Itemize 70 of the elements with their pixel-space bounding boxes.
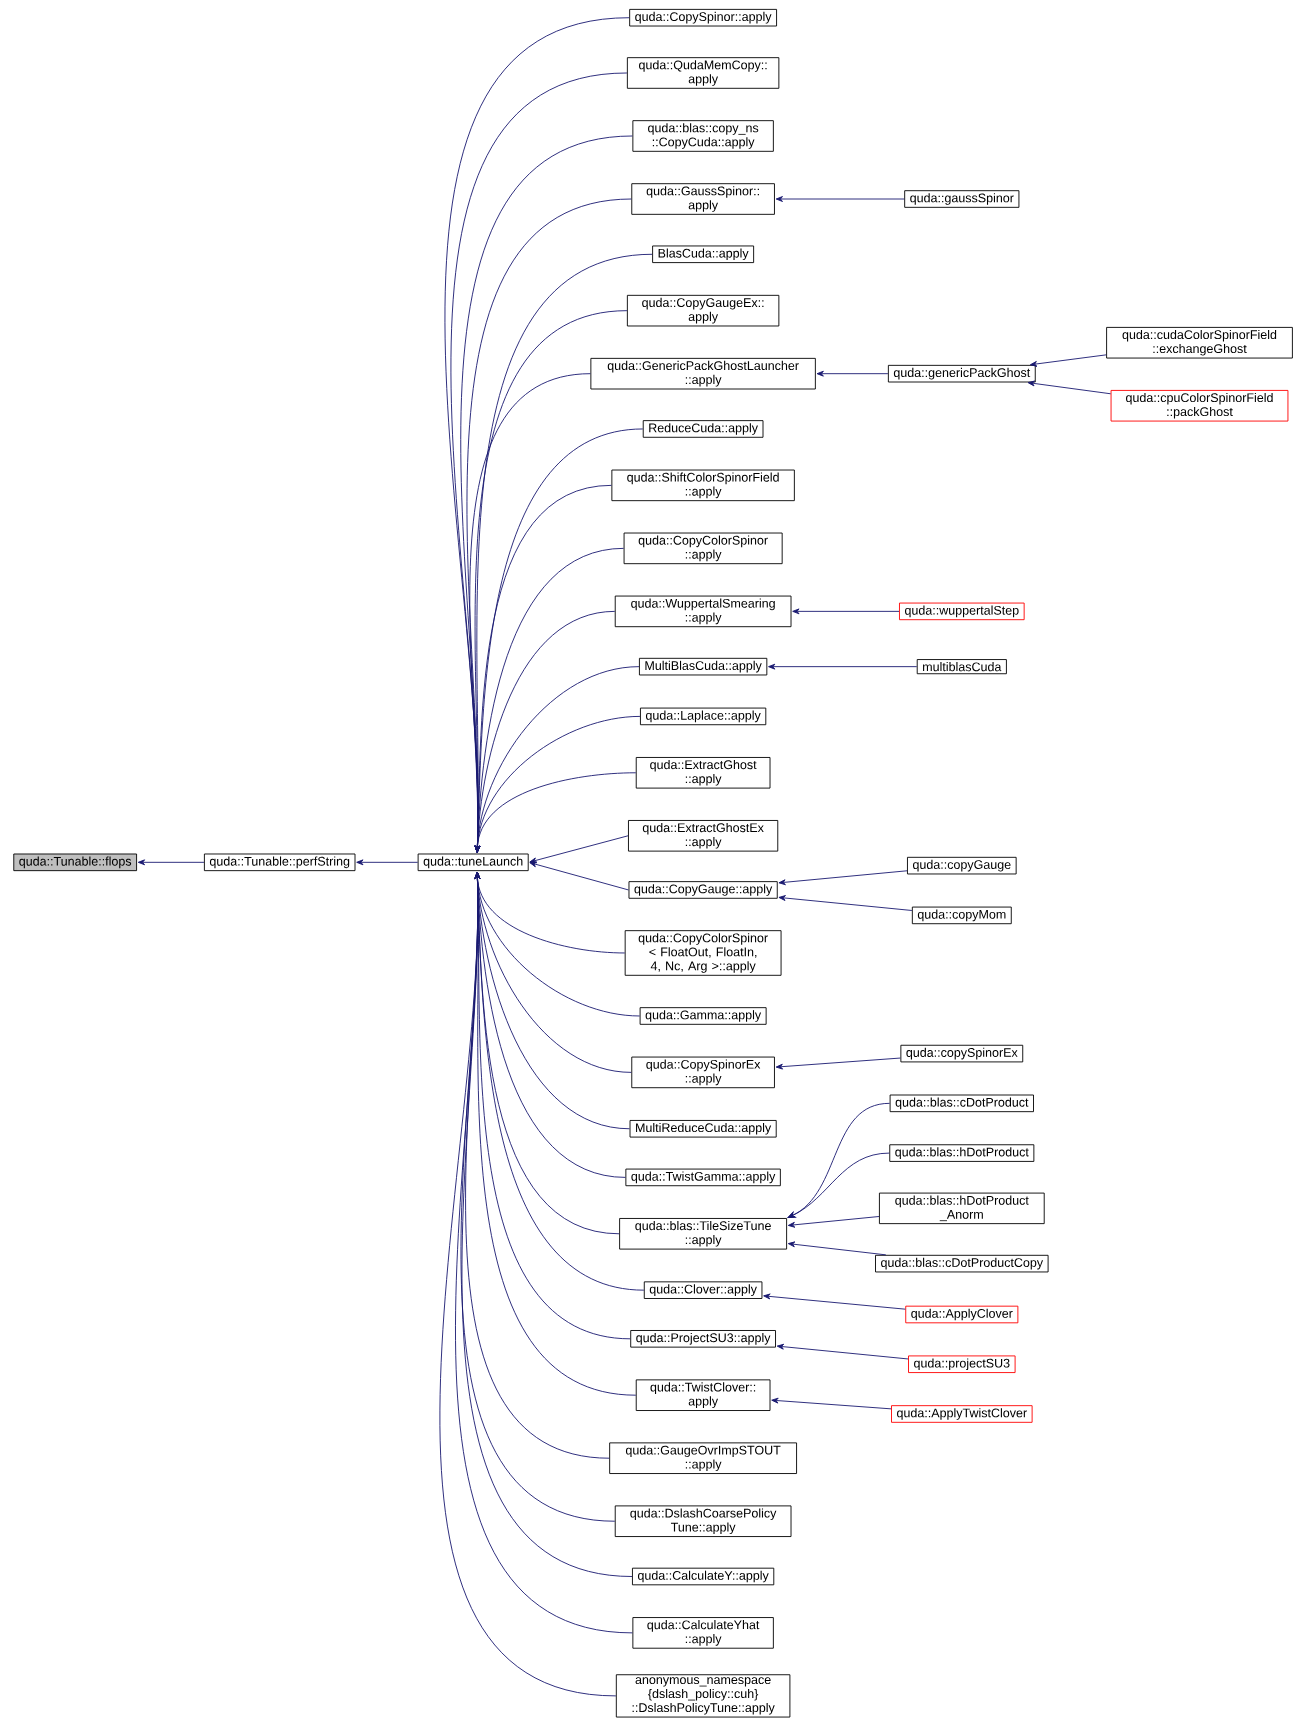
- arrow: [771, 1397, 892, 1410]
- function-box: quda::Gamma::apply: [639, 1007, 767, 1025]
- arrow: [787, 1152, 890, 1218]
- arrow: [529, 835, 629, 864]
- function-box: quda::ExtractGhostEx ::apply: [628, 820, 779, 852]
- function-box: quda::GaugeOvrImpSTOUT ::apply: [609, 1442, 798, 1474]
- function-box: quda::CalculateYhat ::apply: [632, 1617, 774, 1649]
- arrow: [792, 608, 900, 615]
- function-box: quda::copyGauge: [907, 856, 1017, 875]
- arrow: [474, 772, 637, 853]
- function-box: quda::TwistClover:: apply: [635, 1379, 771, 1411]
- function-box: quda::CopySpinorEx ::apply: [631, 1056, 775, 1089]
- arrow: [787, 1216, 880, 1228]
- arrow: [778, 895, 913, 911]
- function-box: quda::blas::cDotProduct: [889, 1094, 1034, 1113]
- arrow: [137, 859, 205, 866]
- function-box: quda::blas::copy_ns ::CopyCuda::apply: [632, 120, 774, 152]
- arrow: [816, 370, 889, 377]
- function-box: quda::CopyGaugeEx:: apply: [626, 294, 780, 327]
- arrow: [356, 859, 419, 866]
- function-box: quda::CalculateY::apply: [632, 1567, 775, 1586]
- function-box: quda::ShiftColorSpinorField ::apply: [611, 469, 795, 502]
- function-box: quda::ApplyTwistClover: [891, 1405, 1033, 1423]
- function-box: quda::CopyGauge::apply: [628, 881, 778, 899]
- arrow: [1029, 354, 1107, 367]
- function-box: quda::gaussSpinor: [904, 190, 1020, 208]
- function-box: quda::Laplace::apply: [639, 707, 767, 726]
- function-box: anonymous_namespace {dslash_policy::cuh} ::DslashPolicyTune::apply: [615, 1674, 791, 1718]
- function-box: quda::Tunable::perfString: [203, 853, 356, 872]
- function-box: BlasCuda::apply: [652, 245, 755, 264]
- function-box: quda::WuppertalSmearing ::apply: [614, 595, 792, 628]
- function-box: quda::CopyColorSpinor < FloatOut, FloatIn, 4, Nc, Arg >::apply: [624, 930, 782, 976]
- function-box: quda::Clover::apply: [643, 1281, 763, 1299]
- arrow: [787, 1241, 887, 1256]
- function-box: quda::GaussSpinor:: apply: [631, 183, 775, 215]
- function-box: quda::CopySpinor::apply: [629, 8, 778, 27]
- arrow: [768, 663, 918, 670]
- function-box: quda::ProjectSU3::apply: [630, 1330, 776, 1348]
- function-box: quda::Tunable::flops: [13, 853, 138, 872]
- function-box: quda::blas::hDotProduct _Anorm: [878, 1192, 1045, 1225]
- function-box: quda::cpuColorSpinorField ::packGhost: [1110, 389, 1289, 422]
- function-box: quda::blas::TileSizeTune ::apply: [619, 1218, 788, 1250]
- function-box: quda::wuppertalStep: [899, 602, 1025, 621]
- function-box: quda::blas::hDotProduct: [889, 1144, 1035, 1162]
- function-box: quda::GenericPackGhostLauncher ::apply: [590, 357, 816, 390]
- function-box: quda::blas::cDotProductCopy: [875, 1254, 1049, 1273]
- function-box: quda::copySpinorEx: [900, 1044, 1024, 1063]
- function-box: quda::genericPackGhost: [887, 364, 1036, 383]
- function-box: quda::ExtractGhost ::apply: [635, 757, 771, 789]
- function-box: quda::DslashCoarsePolicy Tune::apply: [614, 1505, 792, 1537]
- function-box: quda::QudaMemCopy:: apply: [626, 57, 780, 89]
- function-box: quda::ApplyClover: [905, 1305, 1019, 1324]
- function-box: quda::tuneLaunch: [417, 853, 529, 872]
- function-box: quda::cudaColorSpinorField ::exchangeGhost: [1106, 326, 1293, 359]
- arrow: [776, 1343, 909, 1360]
- arrow: [529, 861, 629, 891]
- function-box: MultiBlasCuda::apply: [638, 657, 768, 676]
- function-box: quda::CopyColorSpinor ::apply: [623, 532, 783, 565]
- arrow: [1027, 380, 1112, 395]
- arrow: [439, 871, 617, 1697]
- function-box: MultiReduceCuda::apply: [629, 1120, 777, 1138]
- function-box: multiblasCuda: [916, 659, 1007, 675]
- function-box: ReduceCuda::apply: [642, 420, 764, 438]
- function-box: quda::TwistGamma::apply: [625, 1168, 781, 1187]
- function-box: quda::projectSU3: [908, 1355, 1016, 1373]
- arrow: [763, 1293, 906, 1310]
- arrow: [778, 870, 908, 886]
- function-box: quda::copyMom: [911, 906, 1012, 925]
- arrow: [775, 1057, 901, 1070]
- arrow: [775, 196, 905, 202]
